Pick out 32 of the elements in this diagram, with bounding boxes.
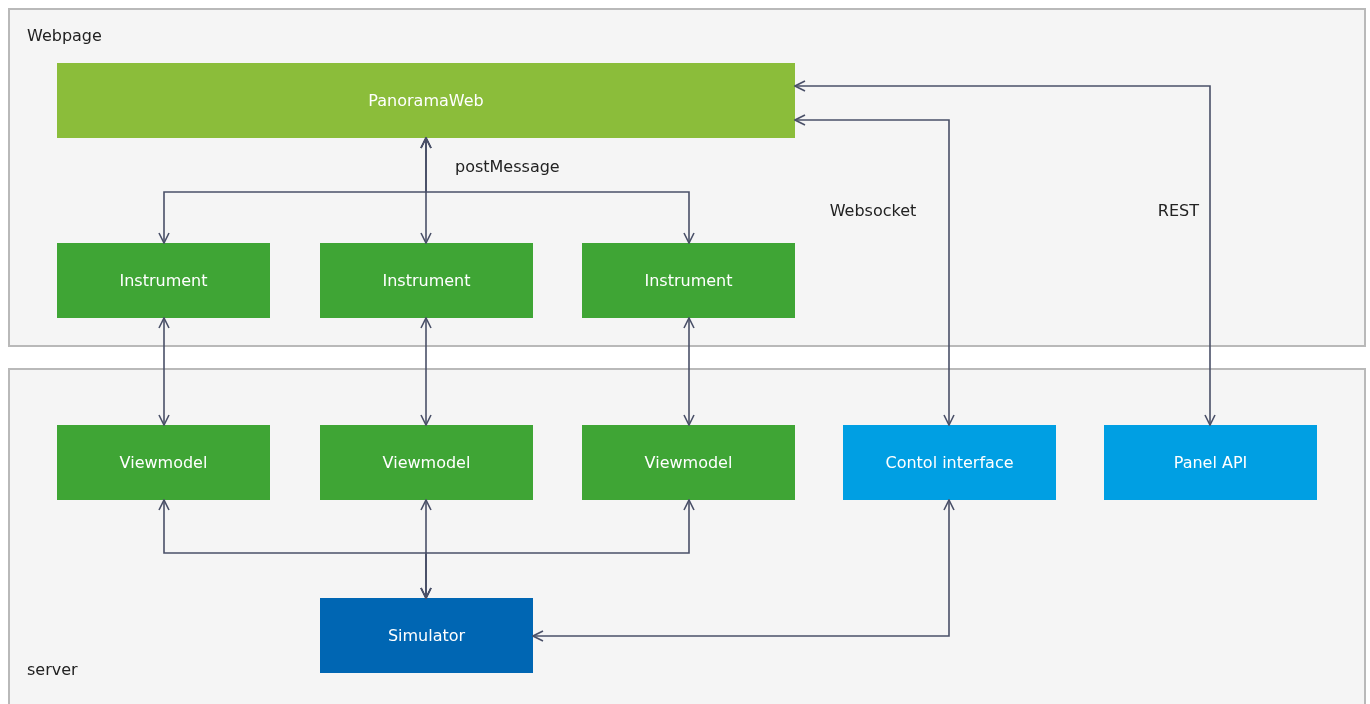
box-label: Panel API [1173,453,1248,472]
connector-arrow [420,137,695,244]
connector-arrow [420,499,695,599]
process-box [320,598,533,673]
box-label: PanoramaWeb [368,91,484,110]
group-title: server [27,660,78,679]
connector-arrow [158,317,170,426]
connector-arrow [420,317,432,426]
process-box [582,243,795,318]
group-panel [8,368,1366,704]
process-box [320,243,533,318]
process-box [57,63,795,138]
connector-arrow [532,499,955,642]
process-box [320,425,533,500]
box-label: Instrument [644,271,733,290]
process-box [843,425,1056,500]
box-label: Simulator [387,626,466,645]
connector-arrow [794,114,955,426]
process-box [1104,425,1317,500]
group-title: Webpage [27,26,102,45]
box-label: Instrument [119,271,208,290]
box-label: Viewmodel [119,453,208,472]
process-box [57,425,270,500]
box-label: Viewmodel [644,453,733,472]
box-label: Contol interface [885,453,1014,472]
connector-arrow [794,80,1216,426]
group-panel [8,8,1366,347]
process-box [582,425,795,500]
box-label: Viewmodel [382,453,471,472]
connector-arrow [683,317,695,426]
box-label: Instrument [382,271,471,290]
process-box [57,243,270,318]
